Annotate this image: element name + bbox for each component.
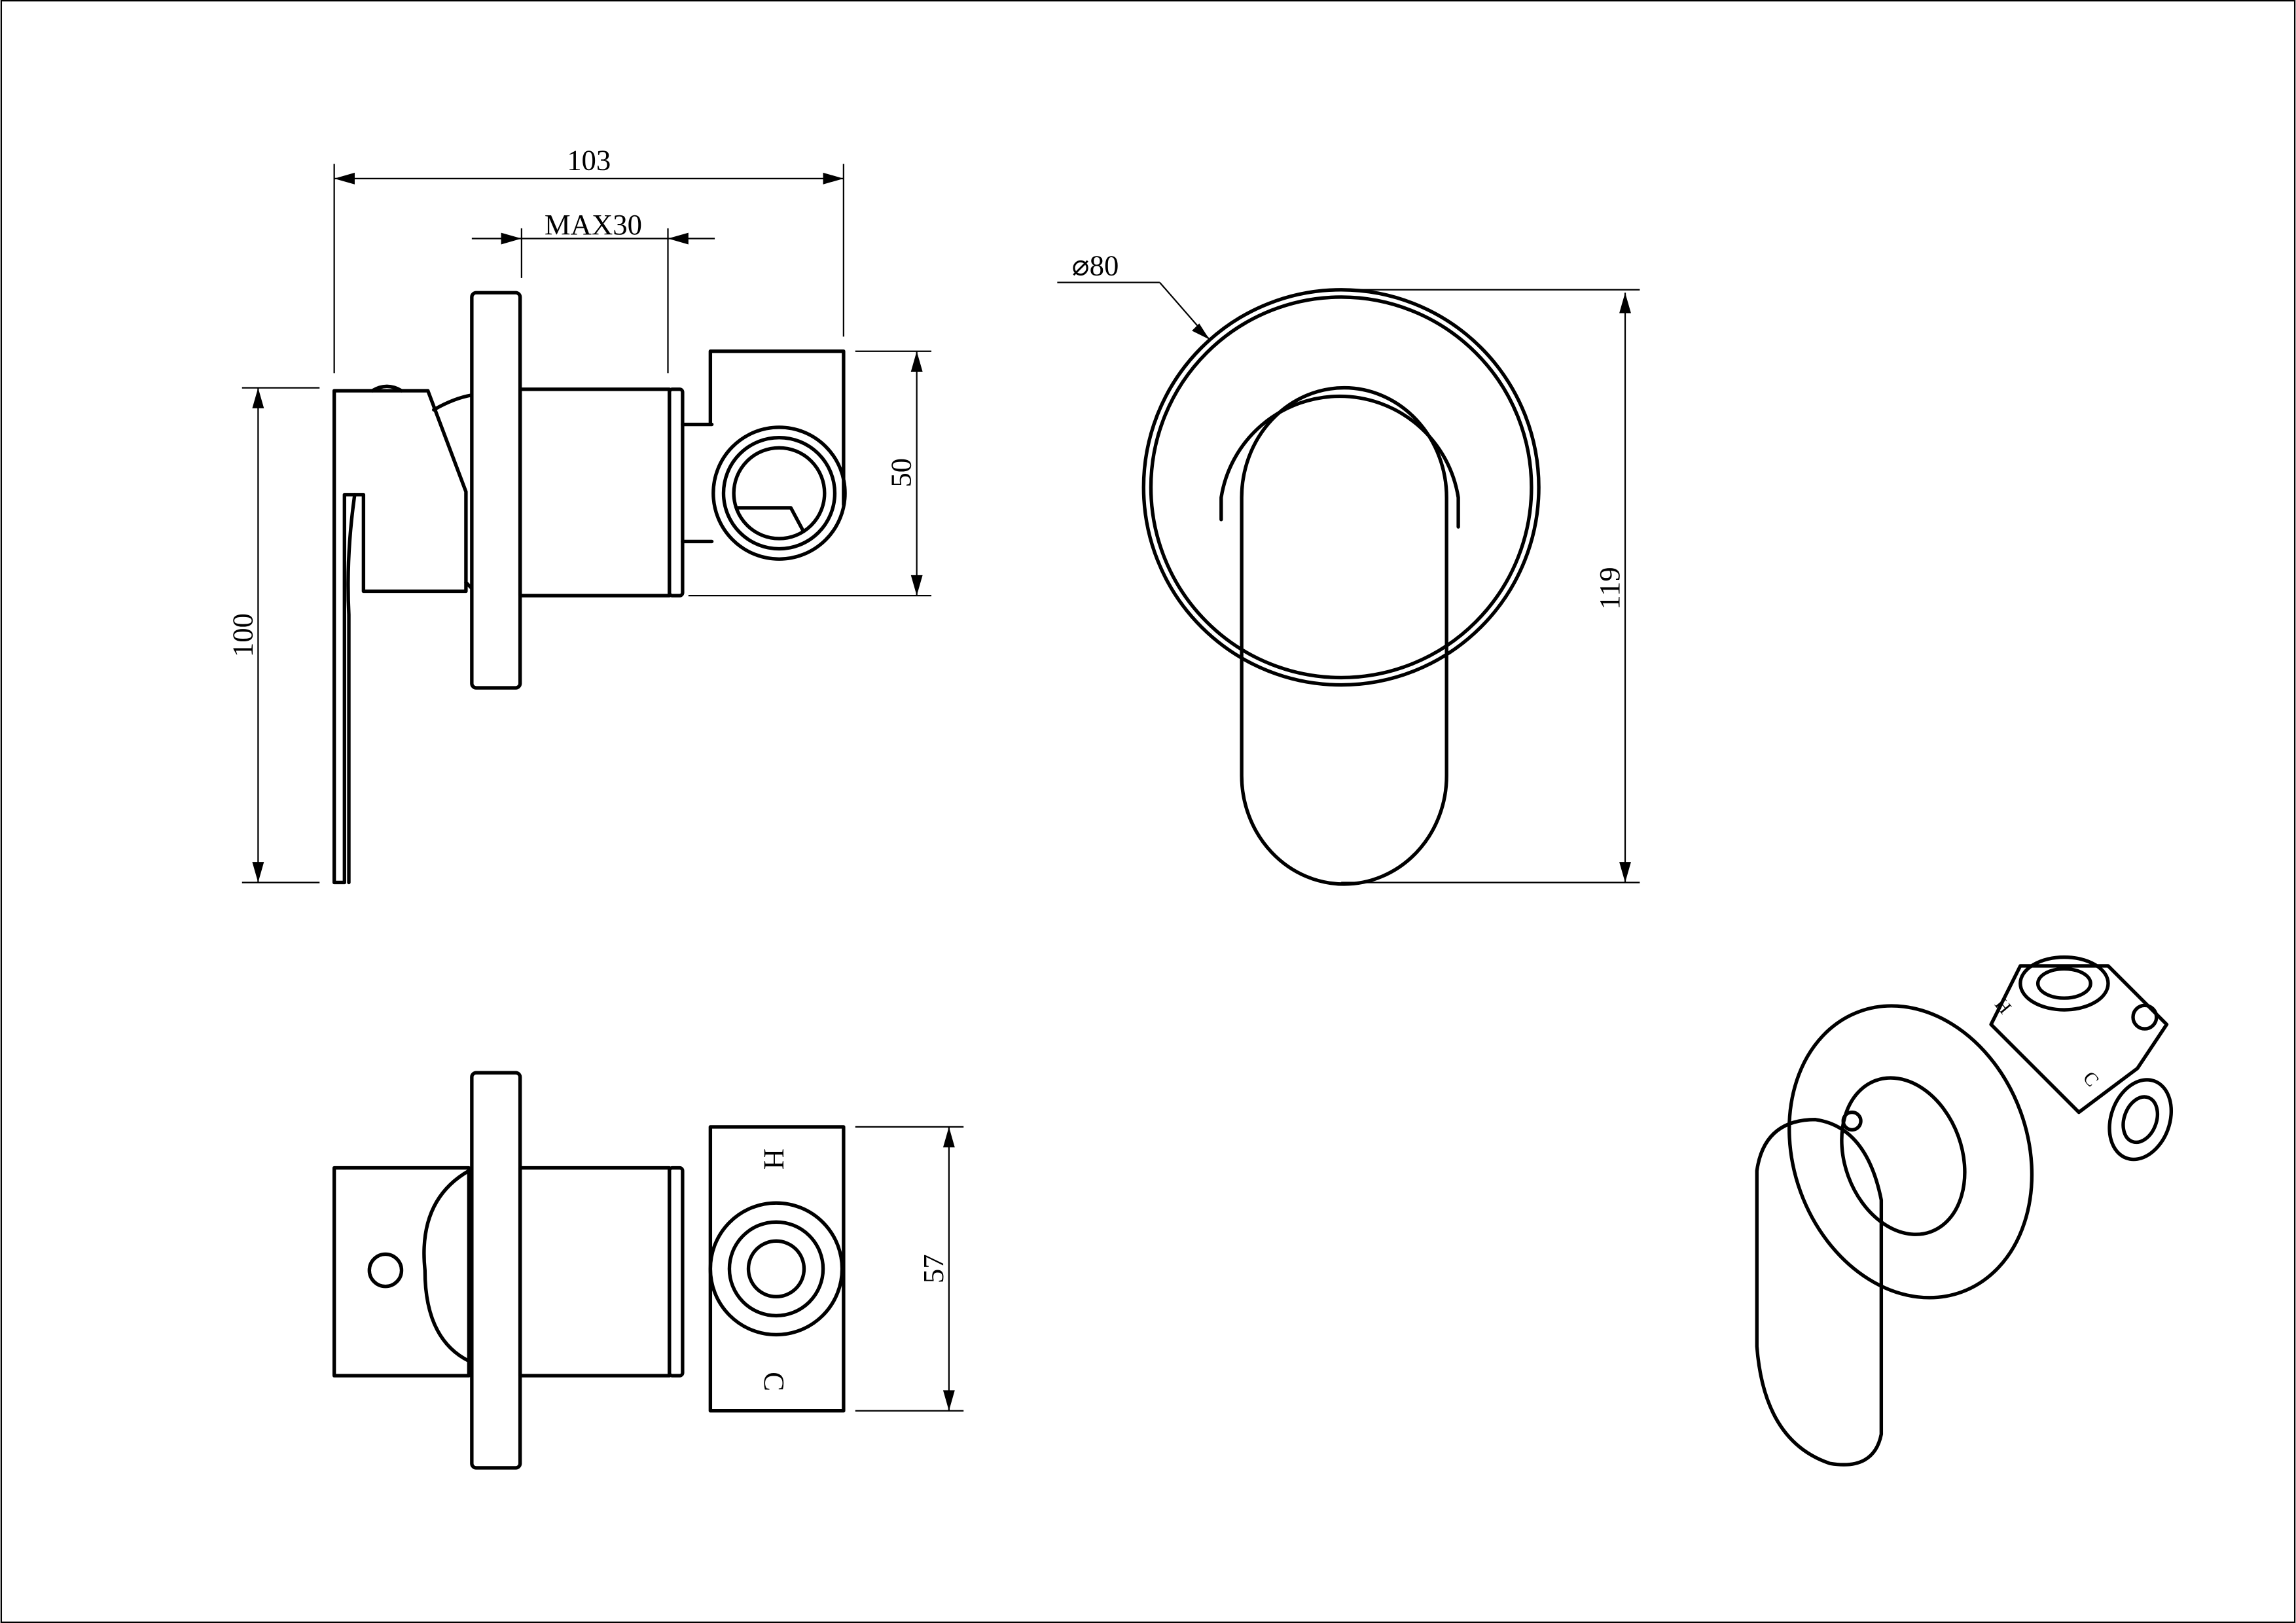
cover-plate-iso bbox=[1787, 1004, 2034, 1300]
lever-top-view bbox=[332, 1166, 471, 1378]
cartridge-body bbox=[518, 387, 672, 597]
outlet-bore bbox=[746, 1239, 806, 1299]
lever-handle bbox=[332, 389, 468, 885]
lever-top bbox=[1219, 394, 1460, 529]
lever-edge bbox=[346, 384, 404, 885]
top-port-iso bbox=[2018, 955, 2110, 1012]
lever-hole-iso bbox=[1841, 1110, 1863, 1132]
cold-mark-top: C bbox=[758, 1372, 791, 1391]
cover-plate-top bbox=[470, 1071, 522, 1470]
valve-body-iso bbox=[1989, 964, 2169, 1115]
leader-arrow bbox=[1192, 323, 1210, 340]
top-view: H C 57 bbox=[332, 1071, 964, 1470]
inlet-ring-inner bbox=[721, 435, 837, 551]
inlet-detail bbox=[736, 506, 804, 532]
collar-top bbox=[668, 1166, 685, 1378]
mount-lug bbox=[2131, 1003, 2159, 1031]
cover-plate bbox=[470, 291, 522, 690]
cover-plate-edge bbox=[1149, 295, 1534, 680]
dim-label-diameter-80: ⌀80 bbox=[1072, 249, 1119, 281]
dim-label-57: 57 bbox=[917, 1254, 950, 1283]
collar bbox=[668, 387, 685, 597]
front-view: ⌀80 119 bbox=[1057, 249, 1640, 886]
lever-front bbox=[1240, 386, 1448, 886]
outlet-ring bbox=[708, 1201, 844, 1337]
dim-label-100: 100 bbox=[226, 613, 259, 657]
inlet-bore bbox=[732, 446, 827, 541]
dim-label-50: 50 bbox=[885, 458, 918, 488]
cartridge-body-top bbox=[518, 1166, 672, 1378]
cold-mark-iso: C bbox=[2079, 1067, 2103, 1090]
cover-plate-front bbox=[1141, 288, 1541, 687]
side-view: 103 MAX30 50 100 bbox=[226, 143, 932, 885]
side-port-iso bbox=[2108, 1078, 2174, 1162]
hot-mark-top: H bbox=[758, 1149, 791, 1169]
lever-hole bbox=[367, 1252, 404, 1289]
top-port-bore bbox=[2036, 967, 2092, 1000]
body-iso bbox=[1840, 1076, 1967, 1236]
inlet-ring bbox=[711, 425, 847, 561]
dim-label-119: 119 bbox=[1593, 567, 1626, 609]
side-port-bore bbox=[2121, 1095, 2160, 1145]
lever-curve-top bbox=[422, 1169, 471, 1363]
lever-iso bbox=[1755, 1118, 1884, 1467]
dim-label-max30: MAX30 bbox=[545, 208, 642, 241]
outlet-ring-inner bbox=[727, 1220, 825, 1318]
valve-bracket bbox=[681, 349, 846, 544]
isometric-view: H C bbox=[1755, 955, 2174, 1467]
dim-label-103: 103 bbox=[567, 143, 611, 176]
